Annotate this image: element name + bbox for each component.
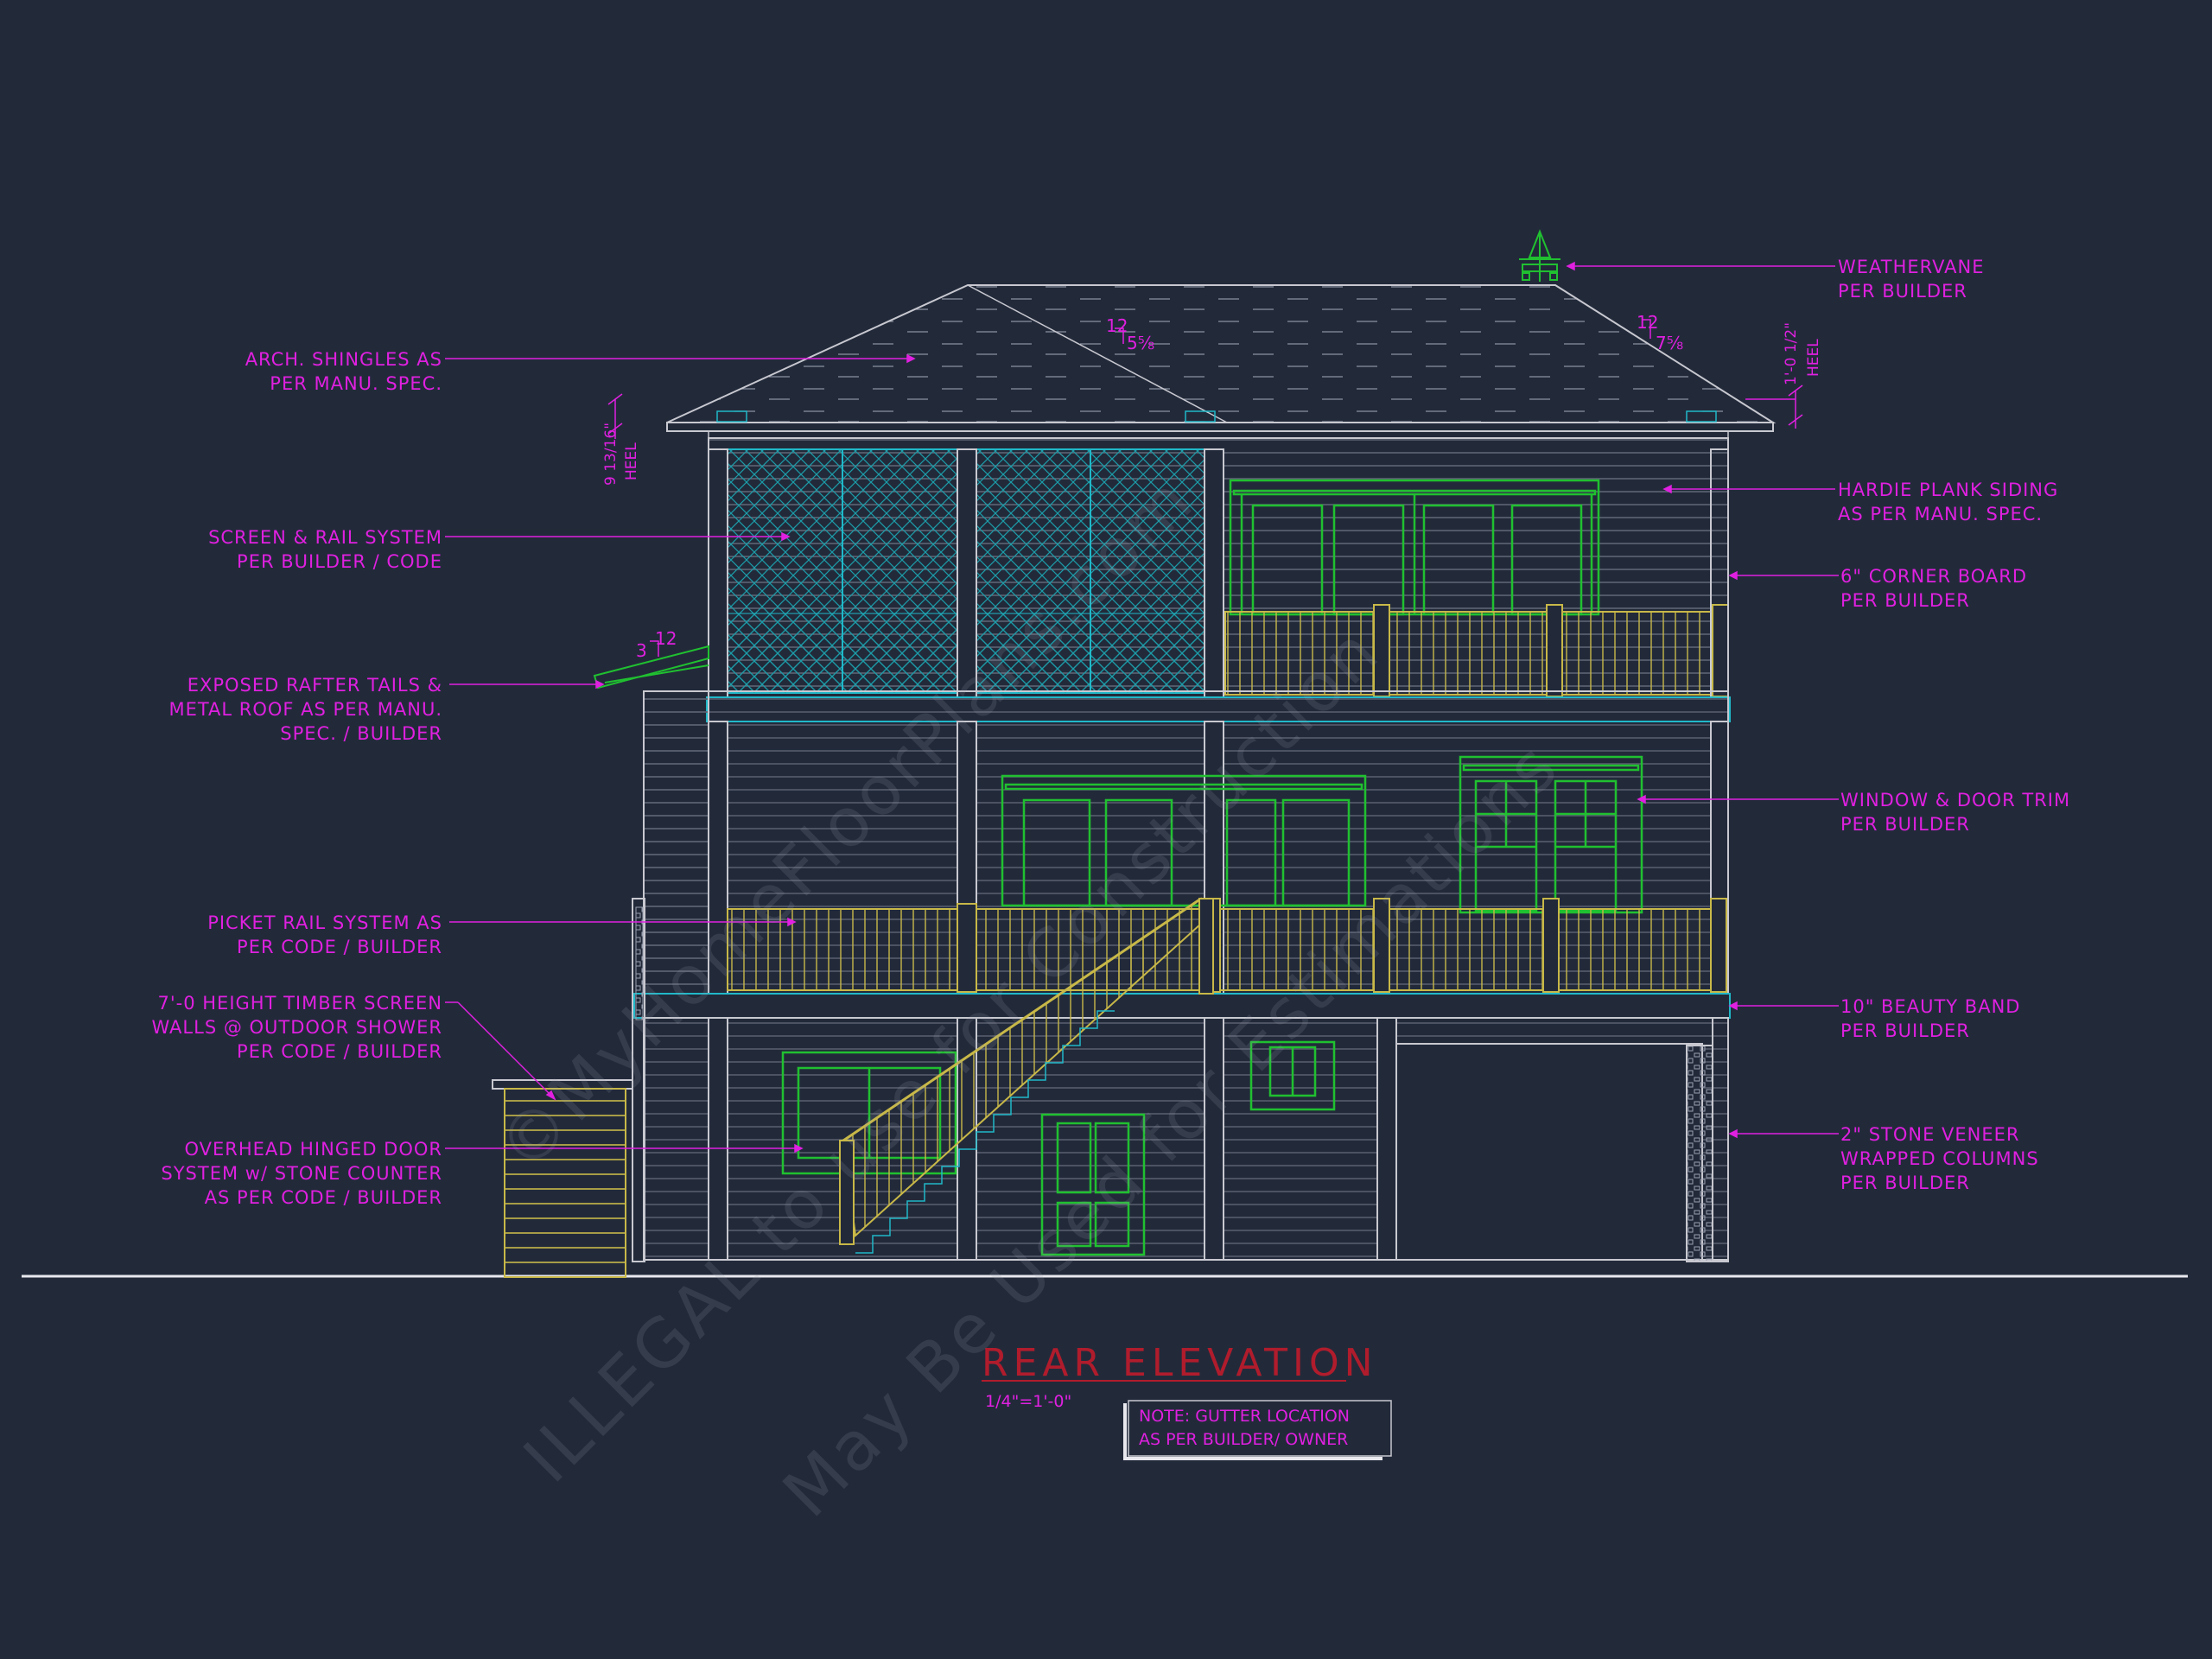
callout-arch-shingles-2: PER MANU. SPEC. <box>270 373 442 394</box>
callout-hardie-siding-2: AS PER MANU. SPEC. <box>1838 504 2043 524</box>
roof <box>666 284 1777 439</box>
callout-stone-veneer-1: 2" STONE VENEER <box>1840 1124 2020 1145</box>
stone-column <box>1686 1045 1713 1262</box>
callout-weathervane-1: WEATHERVANE <box>1838 257 1984 277</box>
callout-hinged-door-3: AS PER CODE / BUILDER <box>205 1187 442 1208</box>
callout-beauty-band-2: PER BUILDER <box>1840 1020 1970 1041</box>
callout-rafter-tails-3: SPEC. / BUILDER <box>280 723 442 744</box>
heel-right-label: HEEL <box>1805 339 1822 377</box>
gutter-note-box: NOTE: GUTTER LOCATION AS PER BUILDER/ OW… <box>1123 1400 1392 1460</box>
middle-balcony-rail <box>727 898 1727 993</box>
callout-screen-rail-1: SCREEN & RAIL SYSTEM <box>208 527 442 548</box>
callout-arch-shingles-1: ARCH. SHINGLES AS <box>245 349 442 370</box>
callout-picket-rail-1: PICKET RAIL SYSTEM AS <box>207 912 442 933</box>
beauty-band <box>633 993 1731 1019</box>
heel-right-value: 1'-0 1/2" <box>1783 322 1800 385</box>
pitch-symbols <box>650 319 1651 657</box>
callout-hinged-door-2: SYSTEM w/ STONE COUNTER <box>161 1163 442 1184</box>
pitch-main-run: 5⅝ <box>1127 333 1154 353</box>
gutter-note-line2: AS PER BUILDER/ OWNER <box>1139 1430 1348 1449</box>
heel-dimensions <box>607 385 1803 439</box>
callout-weathervane-2: PER BUILDER <box>1838 281 1967 302</box>
pitch-right-rise: 12 <box>1637 312 1658 333</box>
pitch-right-run: 7⅝ <box>1656 333 1683 353</box>
callout-beauty-band-1: 10" BEAUTY BAND <box>1840 996 2020 1017</box>
callout-timber-screen-1: 7'-0 HEIGHT TIMBER SCREEN <box>158 993 442 1014</box>
callout-timber-screen-2: WALLS @ OUTDOOR SHOWER <box>151 1017 442 1038</box>
drawing-title: REAR ELEVATION <box>982 1341 1378 1385</box>
heel-left-value: 9 13/16" <box>602 423 620 486</box>
stairs <box>839 897 1214 1254</box>
gutter-note-line1: NOTE: GUTTER LOCATION <box>1139 1407 1350 1426</box>
callout-window-trim-2: PER BUILDER <box>1840 814 1970 835</box>
callout-stone-veneer-3: PER BUILDER <box>1840 1173 1970 1193</box>
weathervane-icon <box>1519 229 1560 282</box>
shed-roof <box>593 645 709 690</box>
heel-left-label: HEEL <box>623 442 640 480</box>
pitch-shed-rise: 12 <box>655 628 677 649</box>
leader-lines <box>445 261 1839 1154</box>
callout-rafter-tails-2: METAL ROOF AS PER MANU. <box>168 699 442 720</box>
pitch-shed-run: 3 <box>636 640 647 661</box>
callout-corner-board-1: 6" CORNER BOARD <box>1840 566 2027 587</box>
callout-hardie-siding-1: HARDIE PLANK SIDING <box>1838 480 2058 500</box>
timber-screen-wall <box>492 898 645 1278</box>
callout-timber-screen-3: PER CODE / BUILDER <box>237 1041 442 1062</box>
pitch-main-rise: 12 <box>1106 315 1128 336</box>
callout-window-trim-1: WINDOW & DOOR TRIM <box>1840 790 2070 810</box>
callout-picket-rail-2: PER CODE / BUILDER <box>237 937 442 957</box>
lower-small-window <box>1249 1040 1336 1111</box>
callout-rafter-tails-1: EXPOSED RAFTER TAILS & <box>188 675 442 696</box>
callout-stone-veneer-2: WRAPPED COLUMNS <box>1840 1148 2039 1169</box>
callout-corner-board-2: PER BUILDER <box>1840 590 1970 611</box>
lower-door <box>1040 1113 1146 1256</box>
callout-hinged-door-1: OVERHEAD HINGED DOOR <box>184 1139 442 1160</box>
screen-porch <box>708 448 1224 701</box>
garage-opening <box>1395 1043 1703 1261</box>
upper-balcony-rail <box>1224 604 1729 697</box>
callouts-left: ARCH. SHINGLES AS PER MANU. SPEC. SCREEN… <box>151 349 442 1208</box>
drawing-scale: 1/4"=1'-0" <box>985 1392 1071 1411</box>
callouts-right: WEATHERVANE PER BUILDER HARDIE PLANK SID… <box>1838 257 2070 1193</box>
callout-screen-rail-2: PER BUILDER / CODE <box>237 551 442 572</box>
